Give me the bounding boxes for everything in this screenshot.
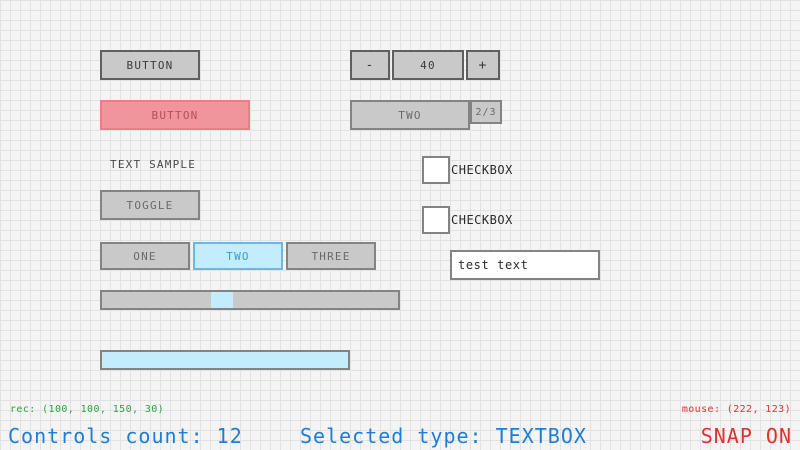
text-sample-label: TEXT SAMPLE [110,155,270,173]
toggle-button-label: TOGGLE [126,198,174,212]
checkbox-one-box[interactable] [422,156,450,184]
button-default[interactable]: BUTTON [100,50,200,80]
checkbox-one[interactable]: CHECKBOX [422,156,513,184]
progress-bar-fill [102,352,348,368]
spinner-value: 40 [420,58,436,72]
dropdown-box[interactable]: TWO [350,100,470,130]
progress-bar[interactable] [100,350,350,370]
dropdown-index-badge[interactable]: 2/3 [470,100,502,124]
status-controls-count: Controls count: 12 [8,424,243,448]
checkbox-two-label: CHECKBOX [451,213,513,227]
button-danger-label: BUTTON [151,108,199,122]
slider-handle[interactable] [211,292,233,308]
checkbox-one-label: CHECKBOX [451,163,513,177]
checkbox-two-box[interactable] [422,206,450,234]
status-rec-value: rec: (100, 100, 150, 30) [10,404,165,415]
checkbox-two[interactable]: CHECKBOX [422,206,513,234]
textbox-value: test text [458,258,529,272]
status-rec-text: rec: (100, 100, 150, 30) [10,404,164,415]
status-mouse-text: mouse: (222, 123) [682,404,791,415]
status-mouse-value: mouse: (222, 123) [681,404,791,415]
spinner-increment-label: + [478,57,488,73]
spinner-decrement-label: - [365,57,375,73]
dropdown-selected-label: TWO [398,108,422,122]
toggle-group-item-two-label: TWO [226,249,250,263]
button-default-label: BUTTON [126,58,174,72]
spinner-increment-button[interactable]: + [466,50,500,80]
status-selected-type: Selected type: TEXTBOX [300,424,587,448]
spinner-value-field[interactable]: 40 [392,50,464,80]
dropdown-index-label: 2/3 [475,106,497,118]
button-danger[interactable]: BUTTON [100,100,250,130]
text-sample-value: TEXT SAMPLE [110,157,197,171]
spinner-decrement-button[interactable]: - [350,50,390,80]
status-controls-count-value: Controls count: 12 [8,424,243,448]
status-snap-value: SNAP ON [700,424,792,448]
toggle-group-item-three[interactable]: THREE [286,242,376,270]
toggle-group-item-one[interactable]: ONE [100,242,190,270]
toggle-group-item-two[interactable]: TWO [193,242,283,270]
toggle-group-item-one-label: ONE [133,249,157,263]
status-snap-indicator: SNAP ON [701,424,792,448]
status-selected-type-value: Selected type: TEXTBOX [300,424,587,448]
toggle-group-item-three-label: THREE [311,249,351,263]
toggle-button[interactable]: TOGGLE [100,190,200,220]
slider[interactable] [100,290,400,310]
textbox[interactable]: test text [450,250,600,280]
